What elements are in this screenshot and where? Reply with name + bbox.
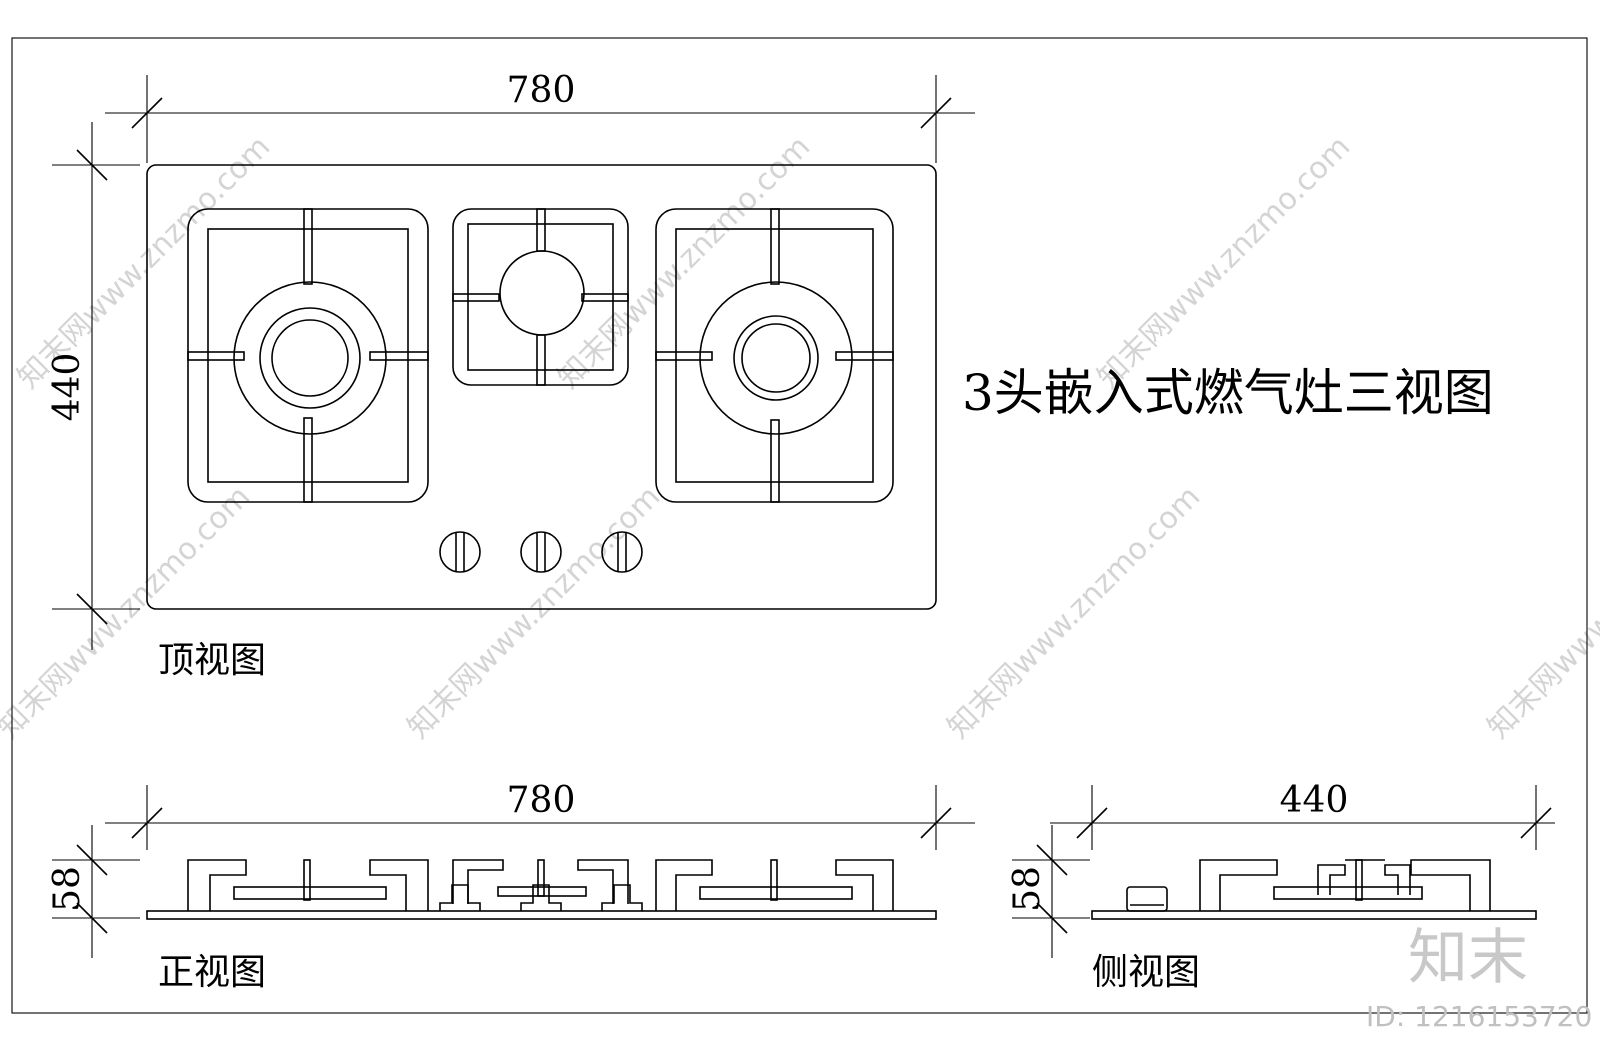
watermark-text: 知末网www.znzmo.com [0,479,257,745]
knob [439,531,481,573]
left-burner [187,208,429,503]
front-height-dimension: 58 [47,866,88,912]
top-view-label: 顶视图 [158,640,266,681]
top-depth-dimension: 440 [47,353,88,422]
side-height-dimension: 58 [1007,866,1048,912]
watermark-text: 知末网www.znzmo.com [1481,479,1600,745]
side-plate [1091,910,1537,920]
top-view: 780 440 [47,70,975,681]
front-width-dimension: 780 [507,780,576,821]
front-plate [146,910,937,920]
knob [601,531,643,573]
drawing-frame [11,37,1588,1014]
front-view-label: 正视图 [158,952,266,993]
side-view-label: 侧视图 [1092,952,1200,993]
drawing-title: 3头嵌入式燃气灶三视图 [962,364,1494,422]
side-view: 440 58 侧视图 [1007,780,1555,993]
watermark-text: 知末网www.znzmo.com [551,129,817,395]
side-width-dimension: 440 [1280,780,1349,821]
image-id: ID: 1216153720 [1366,1000,1592,1033]
brand-logo: 知末 [1408,923,1528,993]
front-view: 780 58 正视图 [47,780,975,993]
watermark-text: 知末网www.znzmo.com [941,479,1207,745]
right-burner [655,208,894,503]
cooktop-plate [146,164,937,610]
middle-burner [452,208,629,386]
watermark-text: 知末网www.znzmo.com [1091,129,1357,395]
control-knobs [439,531,643,573]
top-width-dimension: 780 [507,70,576,111]
knob [520,531,562,573]
watermark-text: 知末网www.znzmo.com [401,479,667,745]
